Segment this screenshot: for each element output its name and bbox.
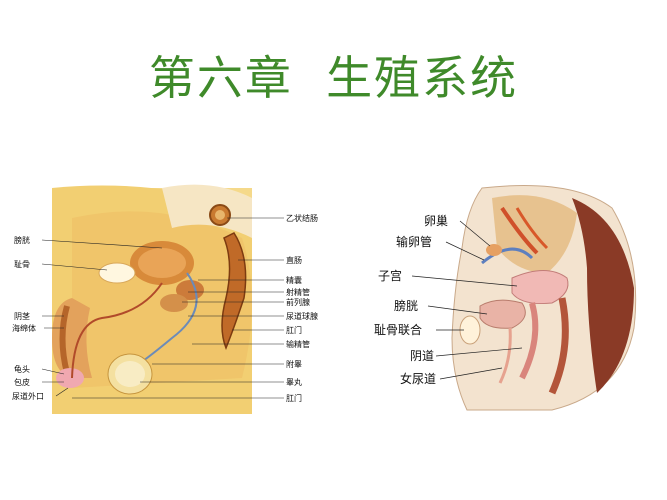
ovary-shape (486, 244, 502, 256)
female-anatomy-illustration: 卵巢 输卵管 子宫 膀胱 耻骨联合 阴道 女尿道 (374, 185, 637, 411)
male-anatomy-illustration: 膀胱 耻骨 阴茎 海绵体 龟头 包皮 尿道外口 乙状结肠 直肠 精囊 射精管 前… (12, 178, 342, 414)
uterus-shape (511, 270, 569, 304)
prostate-shape (160, 294, 188, 312)
label-rectum: 直肠 (286, 255, 302, 265)
label-ovary: 卵巢 (424, 214, 448, 228)
label-bladder: 膀胱 (14, 235, 30, 245)
rectum-shape-female (548, 297, 569, 395)
female-leader-lines (411, 220, 523, 380)
label-female-urethra: 女尿道 (400, 371, 436, 386)
vessel-2 (515, 207, 549, 250)
label-epididymis: 附睾 (286, 359, 302, 369)
leader-lines (41, 217, 284, 399)
label-prepuce: 包皮 (14, 377, 30, 387)
right-margin (252, 178, 342, 414)
label-bulbourethral-gland: 尿道球腺 (286, 311, 318, 321)
label-vas-deferens: 输精管 (286, 339, 310, 349)
female-anatomy-figure: 卵巢 输卵管 子宫 膀胱 耻骨联合 阴道 女尿道 (372, 178, 662, 414)
corpus-cavernosum-shape (59, 305, 70, 374)
abdominal-wall (162, 184, 252, 238)
label-seminal-vesicle: 精囊 (286, 275, 302, 285)
label-vagina: 阴道 (410, 349, 434, 363)
sacrum-tissue (572, 198, 634, 393)
label-glans: 龟头 (14, 364, 30, 374)
label-prostate: 前列腺 (286, 297, 310, 307)
male-anatomy-figure: 膀胱 耻骨 阴茎 海绵体 龟头 包皮 尿道外口 乙状结肠 直肠 精囊 射精管 前… (12, 178, 342, 414)
label-external-urethral-orifice: 尿道外口 (12, 391, 44, 401)
label-ejaculatory-duct: 射精管 (286, 287, 310, 297)
label-anus-upper: 肛门 (286, 325, 302, 335)
label-anus-lower: 肛门 (286, 393, 302, 403)
label-testis: 睾丸 (286, 377, 302, 387)
bladder-inner (138, 248, 186, 278)
urethra-shape-female (498, 327, 512, 384)
label-sigmoid-colon: 乙状结肠 (286, 213, 318, 223)
label-pubic-symphysis: 耻骨联合 (374, 322, 422, 337)
fallopian-tube-shape (481, 247, 534, 265)
label-penis: 阴茎 (14, 311, 30, 321)
testis-inner (115, 361, 145, 387)
slide-title: 第六章 生殖系统 (148, 51, 519, 105)
label-uterus: 子宫 (378, 268, 402, 283)
sigmoid-colon-lumen (215, 210, 225, 220)
vagina-shape (519, 302, 539, 380)
label-corpus-cavernosum: 海绵体 (12, 323, 36, 333)
rectum-shape (221, 232, 247, 351)
vessel-1 (500, 206, 539, 255)
bladder-shape-female (479, 299, 526, 329)
pubic-bone-shape (98, 262, 136, 284)
label-pubis: 耻骨 (14, 259, 30, 269)
urethra-line (71, 282, 163, 379)
glans-shape (56, 368, 84, 388)
label-bladder-female: 膀胱 (394, 298, 418, 313)
label-fallopian-tube: 输卵管 (396, 234, 432, 249)
